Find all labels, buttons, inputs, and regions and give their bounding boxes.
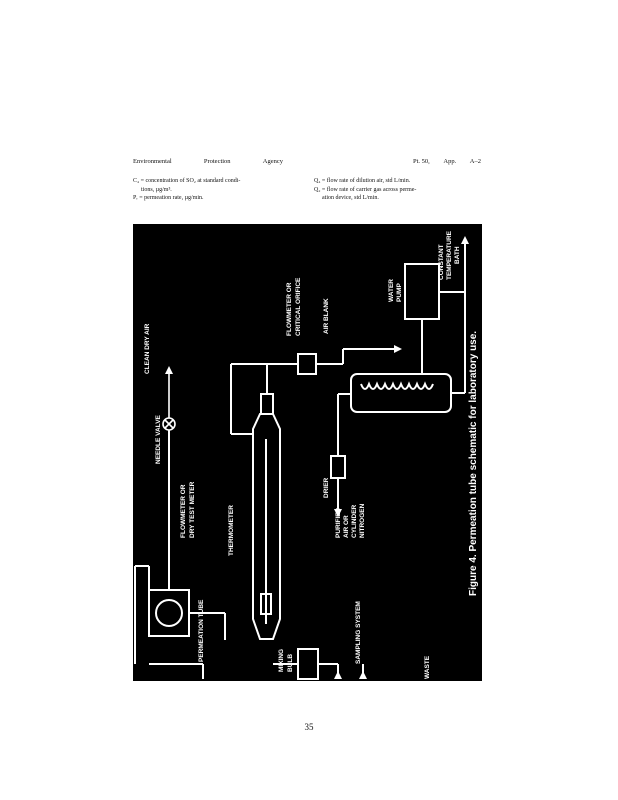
page-number: 35 — [304, 722, 314, 732]
header-word: Protection — [203, 158, 231, 165]
needle-valve-icon — [162, 374, 176, 431]
definition-line: Q₂ = flow rate of carrier gas across per… — [314, 186, 417, 193]
label-needle-valve: NEEDLE VALVE — [155, 414, 162, 464]
header-word: A–2 — [469, 158, 481, 165]
definition-line: C₄ = concentration of SO₂ at standard co… — [133, 178, 241, 184]
definition-line: Pᵣ = permeation rate, µg/min. — [133, 195, 204, 201]
schematic-diagram: CLEAN DRY AIR NEEDLE VALVE FLOWMETER OR … — [134, 230, 479, 680]
bath-coil-frame — [350, 373, 452, 413]
header-section: Pt. 50, App. A–2 — [413, 158, 481, 165]
label-water-2: PUMP — [396, 283, 403, 302]
label-flowmeter-2: DRY TEST METER — [189, 481, 196, 538]
header-word: Pt. 50, — [413, 158, 430, 165]
label-permeation-tube: PERMEATION TUBE — [198, 599, 205, 662]
label-critical-2: CRITICAL ORIFICE — [295, 277, 302, 336]
label-water-1: WATER — [388, 279, 395, 302]
label-drier: DRIER — [323, 477, 330, 498]
label-mixing-2: BULB — [287, 654, 294, 672]
label-clean-dry-air: CLEAN DRY AIR — [144, 323, 151, 374]
definitions-left: C₄ = concentration of SO₂ at standard co… — [133, 177, 298, 203]
definition-line: ation device, std L/min. — [322, 195, 379, 201]
label-constant-3: BATH — [454, 246, 461, 264]
definition-line: tions, µg/m³. — [141, 186, 172, 193]
label-purified-4: NITROGEN — [359, 503, 366, 538]
heating-coil — [360, 381, 434, 390]
flow-arrows — [165, 236, 469, 679]
label-thermometer: THERMOMETER — [228, 505, 235, 556]
permeation-tube-figure: CLEAN DRY AIR NEEDLE VALVE FLOWMETER OR … — [133, 224, 482, 681]
header-agency: Environmental Protection Agency — [133, 158, 283, 165]
label-sampling-system: SAMPLING SYSTEM — [355, 601, 362, 664]
label-purified-3: CYLINDER — [351, 504, 358, 538]
schematic-lines — [134, 244, 466, 680]
label-critical-1: FLOWMETER OR — [286, 282, 293, 336]
flowmeter-dial — [155, 599, 183, 627]
label-purified-1: PURIFIED — [335, 507, 342, 538]
label-mixing-1: MIXING — [278, 649, 285, 672]
label-constant-2: TEMPERATURE — [446, 230, 453, 280]
definition-line: Q₄ = flow rate of dilution air, std L/mi… — [314, 178, 411, 184]
water-pump-box — [404, 263, 440, 320]
label-purified-2: AIR OR — [343, 515, 350, 538]
critical-orifice-box — [297, 353, 317, 375]
drier-box — [330, 455, 346, 479]
header-word: Environmental — [133, 158, 172, 165]
label-constant-1: CONSTANT — [438, 244, 445, 280]
label-flowmeter-1: FLOWMETER OR — [180, 484, 187, 538]
figure-caption: Figure 4. Permeation tube schematic for … — [468, 331, 479, 596]
definitions-right: Q₄ = flow rate of dilution air, std L/mi… — [314, 177, 481, 203]
header-word: Agency — [262, 158, 283, 165]
mixing-bulb-box — [297, 648, 319, 680]
label-air-blank: AIR BLANK — [323, 298, 330, 334]
header-word: App. — [443, 158, 457, 165]
permeation-tube-element — [260, 593, 272, 615]
label-waste: WASTE — [424, 655, 431, 679]
page-header: Environmental Protection Agency Pt. 50, … — [133, 158, 481, 170]
